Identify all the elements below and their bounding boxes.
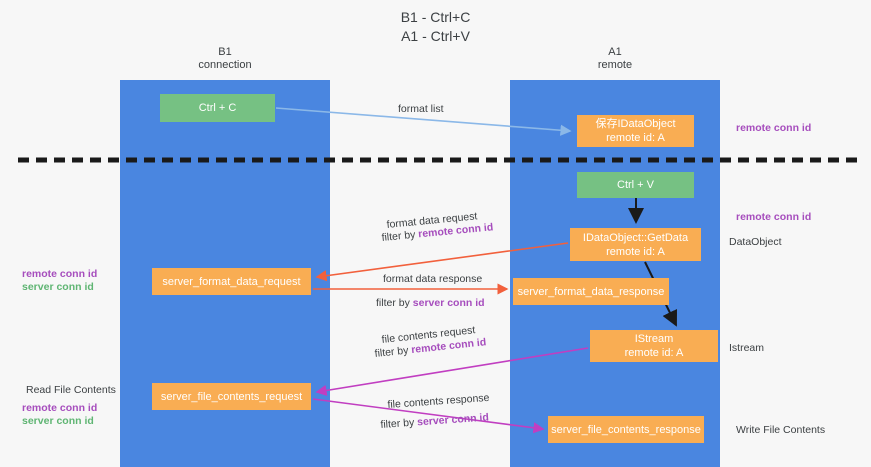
- node-getdata-line2: remote id: A: [606, 245, 665, 258]
- node-server-file-contents-request-label: server_file_contents_request: [160, 390, 303, 403]
- caption-format-data-response-filter: filter by server conn id: [376, 296, 485, 310]
- label-server-conn-id: server conn id: [22, 415, 94, 427]
- node-idataobject-getdata[interactable]: IDataObject::GetData remote id: A: [570, 228, 701, 261]
- node-ctrl-v-label: Ctrl + V: [617, 179, 654, 191]
- label-remote-conn-id: remote conn id: [22, 402, 98, 414]
- label-dataobject: DataObject: [729, 236, 782, 248]
- node-server-file-contents-response-label: server_file_contents_response: [551, 423, 701, 436]
- caption-filter-prefix: filter by: [374, 344, 412, 360]
- lane-header-a1-sub: remote: [597, 59, 633, 71]
- lane-header-b1-sub: connection: [198, 59, 252, 71]
- node-istream-line2: remote id: A: [624, 347, 684, 359]
- lane-header-a1: A1 remote: [510, 46, 720, 72]
- caption-filter-key: server conn id: [412, 297, 485, 309]
- title-line-1: B1 - Ctrl+C: [400, 9, 471, 25]
- caption-filter-prefix: filter by: [376, 297, 413, 309]
- label-remote-conn-id-top: remote conn id: [736, 122, 812, 134]
- label-read-file-contents: Read File Contents: [26, 384, 116, 396]
- node-save-idataobject-line2: remote id: A: [606, 132, 665, 144]
- lane-header-b1: B1 connection: [120, 46, 330, 72]
- title-line-2: A1 - Ctrl+V: [401, 28, 470, 44]
- node-save-idataobject-line1: 保存IDataObject: [595, 118, 676, 130]
- label-write-file-contents: Write File Contents: [736, 424, 826, 436]
- lane-header-a1-name: A1: [608, 46, 622, 58]
- lane-header-b1-name: B1: [218, 46, 232, 58]
- page-title: B1 - Ctrl+C A1 - Ctrl+V: [0, 8, 871, 46]
- node-istream[interactable]: IStream remote id: A: [590, 330, 718, 362]
- arrow-format-data-request: [315, 242, 569, 282]
- node-ctrl-c-label: Ctrl + C: [198, 102, 237, 114]
- node-ctrl-c[interactable]: Ctrl + C: [160, 94, 275, 122]
- arrow-file-contents-response: [312, 398, 545, 434]
- node-server-format-data-response[interactable]: server_format_data_response: [513, 278, 669, 305]
- node-ctrl-v[interactable]: Ctrl + V: [577, 172, 694, 198]
- label-left-conn-ids-bottom: remote conn id server conn id: [22, 402, 97, 428]
- node-server-file-contents-response[interactable]: server_file_contents_response: [548, 416, 704, 443]
- node-save-idataobject[interactable]: 保存IDataObject remote id: A: [577, 115, 694, 147]
- caption-format-list: format list: [398, 103, 444, 115]
- node-server-format-data-request[interactable]: server_format_data_request: [152, 268, 311, 295]
- label-remote-conn-id: remote conn id: [22, 268, 98, 280]
- caption-filter-prefix: filter by: [381, 228, 419, 244]
- node-getdata-line1: IDataObject::GetData: [582, 231, 689, 244]
- label-left-conn-ids-mid: remote conn id server conn id: [22, 268, 97, 294]
- label-server-conn-id: server conn id: [22, 281, 94, 293]
- caption-format-data-response: format data response: [383, 273, 483, 285]
- label-remote-conn-id-mid: remote conn id: [736, 211, 812, 223]
- caption-filter-prefix: filter by: [380, 416, 418, 431]
- node-server-file-contents-request[interactable]: server_file_contents_request: [152, 383, 311, 410]
- node-server-format-data-request-label: server_format_data_request: [162, 275, 301, 288]
- node-server-format-data-response-label: server_format_data_response: [517, 285, 665, 298]
- label-istream: Istream: [729, 342, 765, 354]
- arrow-format-list: [275, 107, 572, 136]
- node-istream-line1: IStream: [634, 333, 674, 345]
- arrow-file-contents-request: [315, 347, 589, 396]
